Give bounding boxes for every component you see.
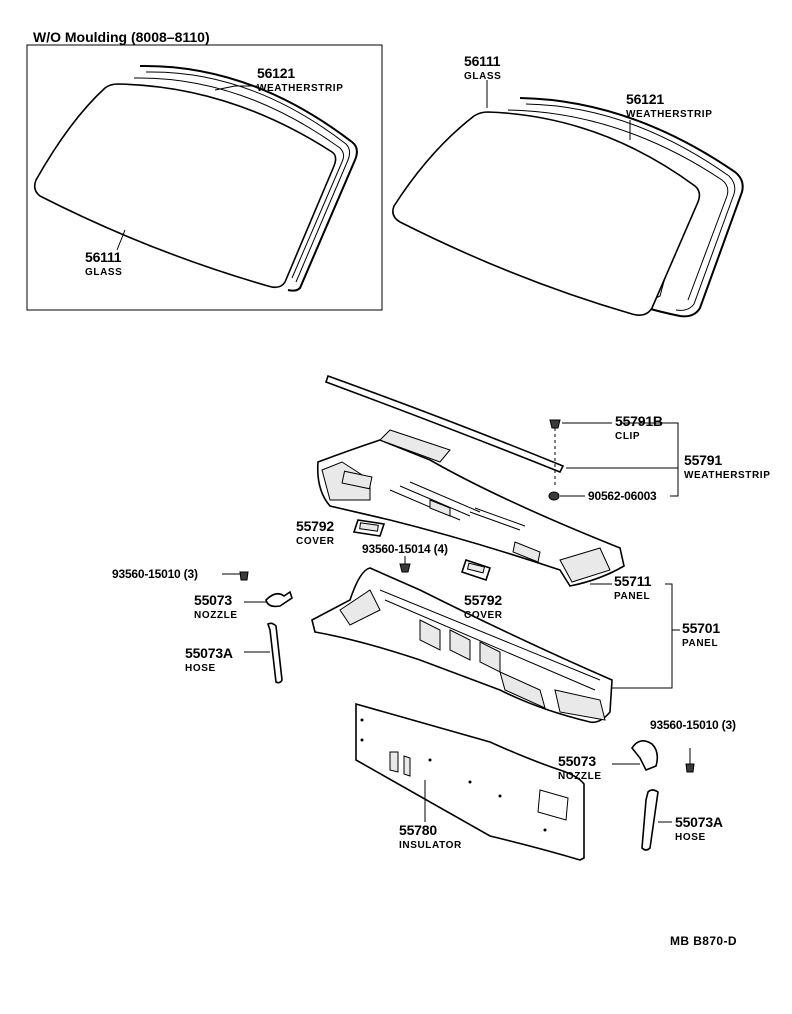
label-panel-55701: 55701 PANEL <box>682 620 720 649</box>
label-hose-right: 55073A HOSE <box>675 814 723 843</box>
label-screw-15014: 93560-15014 (4) <box>362 542 448 556</box>
label-nozzle-left: 55073 NOZZLE <box>194 592 238 621</box>
inset-glass-drawing <box>33 83 337 289</box>
label-main-glass: 56111 GLASS <box>464 53 502 82</box>
hose-left-drawing <box>267 622 283 684</box>
inset-weatherstrip-drawing <box>133 64 358 292</box>
label-inset-weatherstrip: 56121 WEATHERSTRIP <box>257 65 344 94</box>
label-screw-15010-left: 93560-15010 (3) <box>112 567 198 581</box>
label-nozzle-right: 55073 NOZZLE <box>558 753 602 782</box>
lower-cowl-panel-drawing <box>311 567 613 724</box>
label-insulator: 55780 INSULATOR <box>399 822 462 851</box>
insulator-drawing <box>355 702 585 861</box>
label-cover-left: 55792 COVER <box>296 518 335 547</box>
hose-right-drawing <box>641 789 659 851</box>
label-cover-right: 55792 COVER <box>464 592 503 621</box>
upper-cowl-panel-drawing <box>316 429 625 587</box>
inset-frame <box>26 44 383 311</box>
label-screw-15010-right: 93560-15010 (3) <box>650 718 736 732</box>
screw-15010-right-drawing <box>685 763 695 773</box>
label-cowl-weatherstrip: 55791 WEATHERSTRIP <box>684 452 771 481</box>
screw-15010-left-drawing <box>239 571 249 581</box>
inset-title: W/O Moulding (8008–8110) <box>33 29 210 45</box>
nozzle-left-drawing <box>265 590 293 608</box>
nozzle-right-drawing <box>631 740 659 772</box>
bolt-drawing <box>548 491 560 501</box>
diagram-code: MB B870-D <box>670 934 737 948</box>
label-main-weatherstrip: 56121 WEATHERSTRIP <box>626 91 713 120</box>
main-glass-drawing <box>392 111 701 316</box>
cowl-weatherstrip-drawing <box>324 374 565 474</box>
label-bolt-90562: 90562-06003 <box>588 489 657 503</box>
clip-drawing <box>549 419 561 429</box>
label-panel-55711: 55711 PANEL <box>614 573 652 602</box>
label-clip: 55791B CLIP <box>615 413 663 442</box>
screw-15014-drawing <box>399 563 411 573</box>
label-inset-glass: 56111 GLASS <box>85 249 123 278</box>
label-hose-left: 55073A HOSE <box>185 645 233 674</box>
